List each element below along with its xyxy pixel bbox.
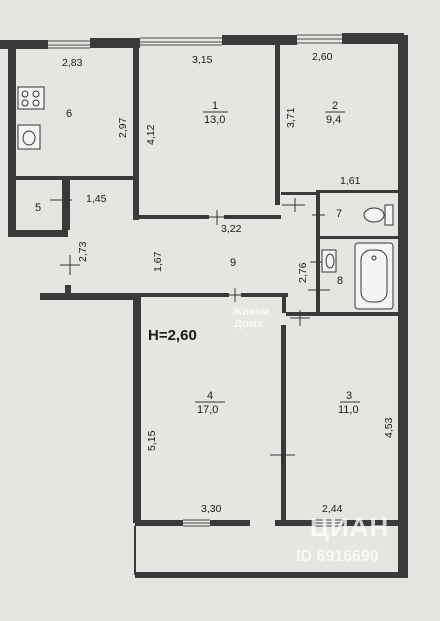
room-3-area: 11,0 [338,404,359,416]
windows [48,34,342,527]
room-2-area: 9,4 [326,114,342,126]
room-8-number: 8 [337,275,344,287]
room-1-area: 13,0 [204,114,226,126]
dim-room4-bottom: 3,30 [201,503,222,515]
dim-hall-width: 3,22 [221,223,242,235]
bathroom-sink [321,249,337,273]
stove [17,86,45,110]
listing-id-watermark: ID 6916690 [296,548,379,565]
dim-bath-side: 2,76 [297,262,309,283]
room-6-number: 6 [66,108,73,120]
room-4-area: 17,0 [197,404,219,416]
dim-room2-side: 3,71 [285,107,297,128]
door-markers [50,192,330,465]
room-3-number: 3 [346,390,353,402]
dim-kitchen-top: 2,83 [62,57,83,69]
dim-kitchen-side: 2,97 [117,117,129,138]
dim-wc-width: 1,61 [340,175,361,187]
room-1-number: 1 [212,100,219,112]
toilet [363,204,394,226]
room-4-number: 4 [207,390,214,402]
walls [0,33,408,578]
room-5-number: 5 [35,202,42,214]
brand-watermark-top: Живем [232,306,270,318]
dim-corridor-short: 1,45 [86,193,107,205]
dim-room3-bottom: 2,44 [322,503,343,515]
dim-room3-side: 4,53 [383,417,395,438]
kitchen-sink [17,124,41,150]
room-7-number: 7 [336,208,343,220]
dim-room4-side: 5,15 [146,430,158,451]
brand-watermark-bottom: Дома [234,318,263,330]
dim-room1-top: 3,15 [192,54,213,66]
cian-watermark: ЦИАН [310,512,390,542]
bathtub [354,242,394,310]
dim-hall-side: 2,73 [77,241,89,262]
room-number-underlines [195,111,360,403]
dim-room1-side: 4,12 [145,124,157,145]
dim-room2-top: 2,60 [312,51,333,63]
dim-hall-inner: 1,67 [152,251,164,272]
ceiling-height-label: H=2,60 [148,327,197,344]
room-2-number: 2 [332,100,339,112]
room-9-number: 9 [230,257,237,269]
